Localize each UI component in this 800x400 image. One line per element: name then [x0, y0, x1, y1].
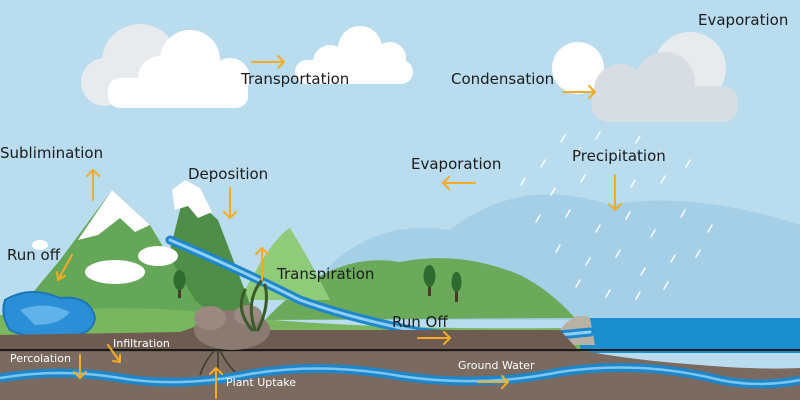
arrow-transportation [251, 55, 285, 69]
plant [239, 278, 268, 332]
label-transportation: Transportation [241, 70, 350, 88]
label-deposition: Deposition [188, 165, 269, 183]
tree-right [451, 272, 462, 302]
rain-streaks [520, 131, 713, 300]
label-plant-uptake: Plant Uptake [226, 376, 297, 389]
cloud-middle [295, 26, 413, 84]
label-ground-water: Ground Water [458, 359, 535, 372]
process-arrows [56, 55, 622, 399]
topsoil [0, 318, 580, 352]
snow-cap-back [172, 180, 212, 218]
arrow-run-off-left [56, 254, 73, 281]
arrow-percolation [73, 354, 87, 379]
label-evaporation-top: Evaporation [698, 11, 789, 29]
label-run-off-right: Run Off [392, 313, 448, 331]
arrow-precipitation [608, 174, 622, 211]
tree-mid [423, 265, 436, 296]
cloud-left-front [108, 30, 250, 108]
label-run-off-left: Run off [7, 246, 61, 264]
arrow-infiltration [107, 344, 121, 363]
arrow-deposition [223, 187, 237, 219]
arrow-transpiration [255, 247, 269, 281]
label-transpiration: Transpiration [277, 265, 375, 283]
mountain-front [10, 190, 230, 330]
rain-cloud [552, 32, 738, 122]
lake-highlight [20, 305, 70, 325]
tree-left [173, 270, 186, 298]
label-percolation: Percolation [10, 352, 71, 365]
label-infiltration: Infiltration [113, 337, 170, 350]
arrow-sublimination [86, 169, 100, 201]
label-condensation: Condensation [451, 70, 555, 88]
arrow-condensation [562, 85, 596, 99]
snow-patches [32, 240, 178, 284]
arrow-plant-uptake [209, 367, 223, 399]
arrow-ground-water [477, 375, 509, 389]
arrow-evaporation [442, 176, 476, 190]
back-hill [265, 258, 575, 320]
label-precipitation: Precipitation [572, 147, 666, 165]
arrow-run-off-right [417, 331, 451, 345]
snow-cap-front [78, 190, 150, 240]
label-sublimination: Sublimination [0, 144, 104, 162]
label-evaporation-mid: Evaporation [411, 155, 502, 173]
groundwater-highlight [0, 366, 800, 386]
sea [580, 318, 800, 353]
roots [199, 349, 236, 376]
